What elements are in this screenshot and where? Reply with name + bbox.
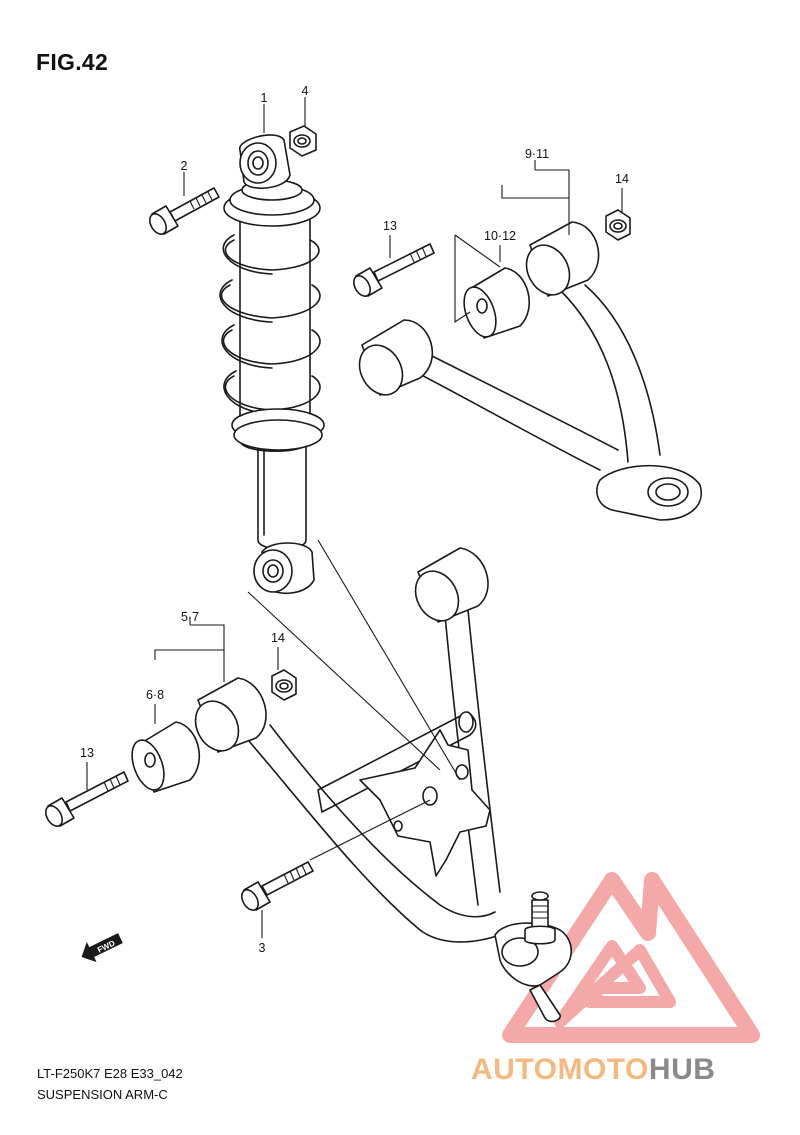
bolt-2 [149, 187, 220, 235]
bushing-10-12 [463, 267, 530, 339]
fwd-arrow-icon: FWD [81, 933, 123, 963]
watermark-logo-icon [502, 872, 760, 1043]
callout-1: 1 [261, 91, 268, 105]
bolt-13-lower [45, 771, 129, 827]
bushing-6-8 [131, 721, 200, 793]
callout-leaders [86, 97, 623, 938]
watermark-text: AUTOMOTOHUB [471, 1053, 715, 1087]
figure-caption: SUSPENSION ARM-C [37, 1087, 168, 1102]
assembly-guide-lines [247, 234, 501, 861]
nut-4 [289, 125, 317, 157]
callout-10-12: 10·12 [484, 229, 516, 243]
callout-2: 2 [181, 159, 188, 173]
fwd-label: FWD [96, 938, 117, 954]
callout-4: 4 [302, 84, 309, 98]
bolt-13-upper [353, 243, 435, 297]
shock-absorber [219, 134, 325, 595]
callout-13-upper: 13 [383, 219, 397, 233]
callout-14-lower: 14 [271, 631, 285, 645]
watermark-text-part2: HUB [648, 1053, 716, 1086]
callout-labels: 1 2 3 4 5·7 6·8 9·11 10·12 13 13 14 14 [80, 84, 629, 955]
bolt-3 [241, 861, 314, 911]
callout-14-upper: 14 [615, 172, 629, 186]
upper-suspension-arm [358, 221, 702, 521]
callout-9-11: 9·11 [525, 147, 549, 161]
figure-title: FIG.42 [36, 49, 109, 75]
watermark-text-part1: AUTOMOTO [471, 1053, 649, 1086]
callout-5-7: 5·7 [181, 610, 199, 624]
nut-14-upper [605, 209, 631, 241]
nut-14-lower [271, 669, 297, 701]
callout-3: 3 [259, 941, 266, 955]
lower-suspension-arm [194, 547, 573, 1023]
callout-13-lower: 13 [80, 746, 94, 760]
callout-6-8: 6·8 [146, 688, 164, 702]
figure-code: LT-F250K7 E28 E33_042 [37, 1066, 183, 1081]
